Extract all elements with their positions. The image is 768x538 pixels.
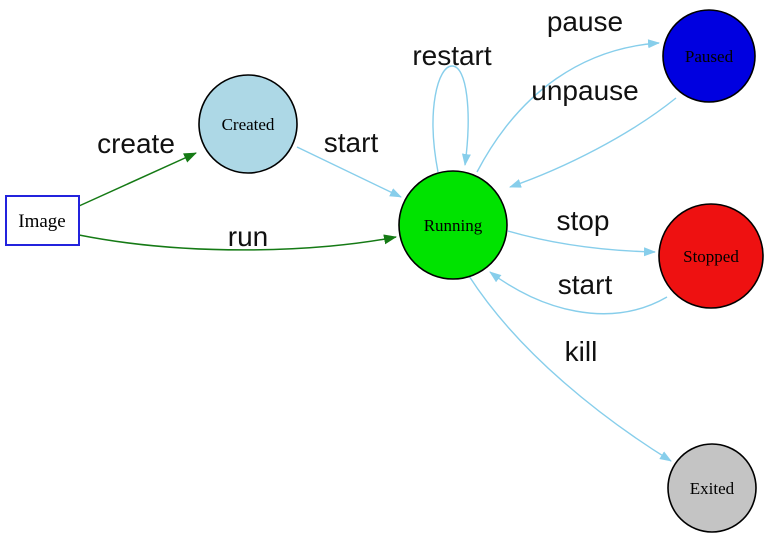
node-running xyxy=(398,170,508,280)
node-running-label: Running xyxy=(424,216,483,235)
edge-restart-loop xyxy=(432,65,471,173)
nodes-group: Image Created Running Paused Stopped Exi… xyxy=(5,9,764,533)
edge-start-stopped-running xyxy=(489,271,668,315)
edge-run xyxy=(78,234,397,251)
node-image-label: Image xyxy=(18,211,65,232)
node-paused-label: Paused xyxy=(685,47,734,66)
edge-unpause xyxy=(509,97,677,188)
edge-stop xyxy=(507,230,656,257)
node-exited-label: Exited xyxy=(690,479,735,498)
edge-label-kill: kill xyxy=(565,336,598,367)
node-created-label: Created xyxy=(222,115,275,134)
node-stopped-label: Stopped xyxy=(683,247,739,266)
edge-create xyxy=(78,152,197,207)
edge-label-restart: restart xyxy=(412,40,492,71)
edge-label-unpause: unpause xyxy=(531,75,638,106)
edge-kill xyxy=(468,275,672,462)
node-stopped xyxy=(658,203,764,309)
node-exited xyxy=(667,443,757,533)
node-created xyxy=(198,74,298,174)
node-paused xyxy=(662,9,756,103)
edge-label-pause: pause xyxy=(547,6,623,37)
node-image xyxy=(5,195,80,246)
edge-pause xyxy=(476,39,660,173)
edge-label-run: run xyxy=(228,221,268,252)
edge-label-create: create xyxy=(97,128,175,159)
edge-label-start-bottom: start xyxy=(558,269,613,300)
edge-labels-group: create run start restart pause unpause s… xyxy=(97,6,639,367)
edge-label-start-top: start xyxy=(324,127,379,158)
edge-label-stop: stop xyxy=(557,205,610,236)
edges-group xyxy=(78,39,677,462)
edge-start-created-running xyxy=(296,146,402,198)
